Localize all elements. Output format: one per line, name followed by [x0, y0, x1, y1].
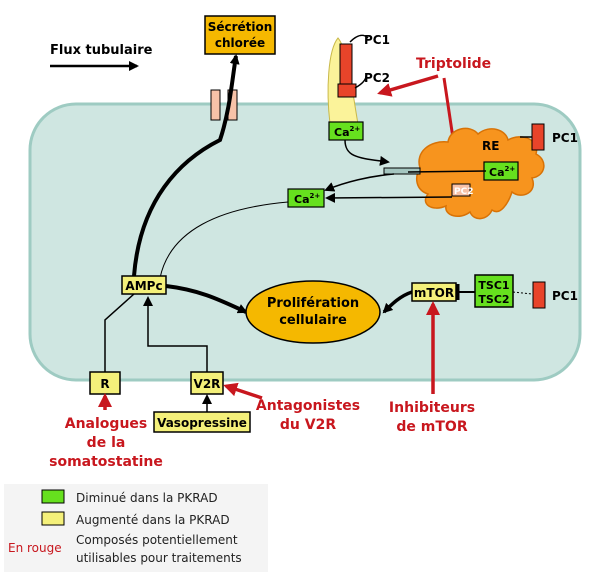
r-label: R	[100, 377, 109, 391]
analogues-label-3: somatostatine	[49, 454, 163, 470]
proliferation-ellipse	[245, 280, 381, 344]
ca-cilium-label: Ca2+	[334, 125, 360, 139]
pc2-tail-top	[354, 75, 367, 89]
flux-label: Flux tubulaire	[50, 43, 153, 58]
secretion-label-2: chlorée	[215, 36, 265, 50]
pc1-to-tsc-dotted	[512, 291, 533, 295]
analogues-label-2: de la	[87, 435, 126, 451]
secretion-label-1: Sécrétion	[208, 20, 273, 34]
pc1-right	[532, 281, 546, 309]
tsc-box	[474, 274, 514, 308]
ca-cilium-box	[328, 121, 364, 141]
receptor-to-ca-arrow	[324, 173, 395, 192]
analogues-label-1: Analogues	[65, 416, 147, 432]
vasopressine-label: Vasopressine	[157, 416, 247, 430]
pc1-cilium	[339, 43, 353, 89]
r-to-ampc-line	[104, 293, 135, 372]
er-to-receptor-arrow	[407, 170, 487, 173]
legend-red-text-2: utilisables pour traitements	[76, 551, 242, 565]
chloride-channel-left	[210, 89, 221, 121]
er-to-cyto-ca-arrow	[325, 192, 453, 203]
antagonistes-arrow	[223, 382, 263, 400]
legend-decreased-swatch	[41, 489, 65, 504]
ampc-to-proliferation-arrow	[165, 284, 248, 314]
er-label: RE	[482, 139, 499, 153]
mtor-label: mTOR	[414, 286, 454, 300]
legend-increased-text: Augmenté dans la PKRAD	[76, 513, 230, 527]
secretion-box	[204, 15, 276, 55]
mtor-to-proliferation-arrow	[382, 290, 413, 314]
inhibiteurs-label-1: Inhibiteurs	[389, 400, 475, 416]
legend-decreased-text: Diminué dans la PKRAD	[76, 491, 218, 505]
pc2-er-label: PC2	[454, 187, 473, 197]
pc2-top-label: PC2	[364, 71, 390, 85]
ca-to-ampc-line	[159, 201, 289, 279]
legend-red-key: En rouge	[8, 541, 62, 555]
v2r-to-ampc-arrow	[143, 296, 208, 372]
legend-red-text-1: Composés potentiellement	[76, 533, 238, 547]
pc1-right-label: PC1	[552, 289, 578, 303]
triptolide-label: Triptolide	[416, 56, 491, 72]
vasopressine-box	[153, 411, 251, 433]
ampc-label: AMPc	[125, 279, 162, 293]
er-reticulum	[415, 127, 545, 220]
pc1-er-label: PC1	[552, 131, 578, 145]
triptolide-arrow-cilium	[377, 74, 439, 97]
ca-er-label: Ca2+	[489, 165, 515, 179]
ampc-to-secretion-arrow	[132, 54, 240, 277]
ca-to-er-arrow	[344, 139, 390, 166]
inhibiteurs-label-2: de mTOR	[396, 419, 467, 435]
ampc-box	[121, 275, 167, 295]
antagonistes-label-1: Antagonistes	[256, 398, 360, 414]
proliferation-label-1: Prolifération	[267, 296, 359, 311]
tsc1-label: TSC1	[478, 279, 509, 292]
pc1-tail-top	[349, 34, 369, 43]
pc1-top-label: PC1	[364, 33, 390, 47]
antagonistes-label-2: du V2R	[280, 417, 336, 433]
pc1-er	[531, 123, 545, 151]
pc2-er	[451, 183, 471, 197]
proliferation-label-2: cellulaire	[279, 313, 347, 328]
ca-cyto-box	[287, 188, 325, 208]
tsc2-label: TSC2	[478, 293, 509, 306]
ca-cyto-label: Ca2+	[294, 192, 320, 206]
v2r-label: V2R	[194, 377, 221, 391]
legend-increased-swatch	[41, 511, 65, 526]
er-receptor	[383, 167, 421, 175]
pc2-cilium	[337, 83, 357, 98]
